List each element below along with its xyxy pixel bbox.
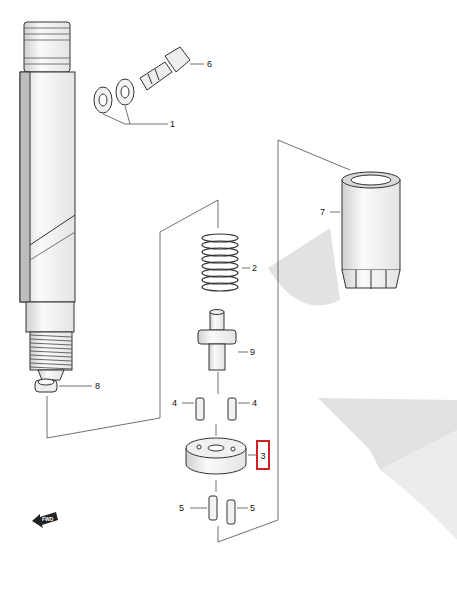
spring-seat [198,310,236,371]
injector-body [20,22,75,380]
banjo-bolt [140,47,190,90]
washer [94,79,134,113]
callout-number: 6 [207,59,212,69]
callout-number: 9 [250,347,255,357]
leader-line [103,64,204,124]
callout-number: 4 [252,398,257,408]
arrow-text: FWD [42,516,53,522]
watermark [268,228,340,306]
direction-arrow [32,512,58,528]
callout-number: 8 [95,381,100,391]
callout-number: 1 [170,119,175,129]
callout-number: 7 [320,207,325,217]
assembly-line [47,140,350,542]
washer [35,379,57,392]
distance-piece [186,438,246,474]
callout-number: 4 [172,398,177,408]
callout-number: 5 [250,503,255,513]
highlight-box: 3 [256,440,270,470]
callout-number: 2 [252,263,257,273]
callout-number: 5 [179,503,184,513]
callout-number: 3 [258,451,268,461]
retaining-nut [342,172,400,289]
pin [209,496,235,524]
spring [202,234,238,291]
watermark [380,430,457,540]
pin [196,398,236,420]
